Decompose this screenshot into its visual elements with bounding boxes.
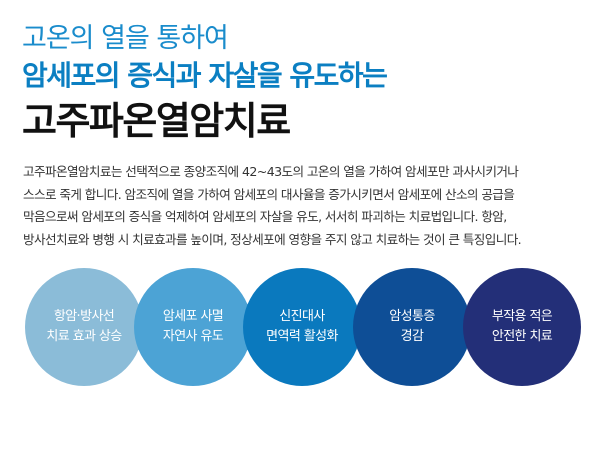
feature-label: 부작용 적은 [491, 309, 553, 324]
feature-label: 항암·방사선 [53, 309, 115, 324]
feature-label: 안전한 치료 [491, 329, 553, 344]
feature-label: 자연사 유도 [162, 329, 224, 344]
feature-label: 신진대사 [279, 309, 325, 324]
feature-circles: 항암·방사선 치료 효과 상승 암세포 사멸 자연사 유도 신진대사 면역력 활… [0, 268, 600, 388]
feature-label: 치료 효과 상승 [46, 329, 122, 344]
description-line: 막음으로써 암세포의 증식을 억제하여 암세포의 자살을 유도, 서서히 파괴하… [23, 209, 507, 224]
description-line: 스스로 죽게 합니다. 암조직에 열을 가하여 암세포의 대사율을 증가시키면서… [23, 186, 515, 202]
feature-label: 경감 [400, 329, 424, 344]
feature-circle-safe-treatment: 부작용 적은 안전한 치료 [463, 268, 581, 386]
headline-subtitle: 고온의 열을 통하여 [22, 23, 229, 54]
feature-circle-treatment-effect: 항암·방사선 치료 효과 상승 [25, 268, 143, 386]
feature-circle-pain-relief: 암성통증 경감 [353, 268, 471, 386]
feature-label: 암성통증 [389, 309, 435, 324]
feature-label: 면역력 활성화 [266, 329, 338, 344]
headline-tagline: 암세포의 증식과 자살을 유도하는 [22, 59, 388, 92]
page-title: 고주파온열암치료 [22, 99, 291, 143]
feature-label: 암세포 사멸 [162, 309, 224, 324]
description-line: 방사선치료와 병행 시 치료효과를 높이며, 정상세포에 영향을 주지 않고 치… [23, 231, 522, 247]
feature-circle-immunity: 신진대사 면역력 활성화 [243, 268, 361, 386]
description-paragraph: 고주파온열암치료는 선택적으로 종양조직에 42~43도의 고온의 열을 가하여… [23, 161, 598, 251]
description-line: 고주파온열암치료는 선택적으로 종양조직에 42~43도의 고온의 열을 가하여… [23, 164, 519, 179]
feature-circle-apoptosis: 암세포 사멸 자연사 유도 [134, 268, 252, 386]
